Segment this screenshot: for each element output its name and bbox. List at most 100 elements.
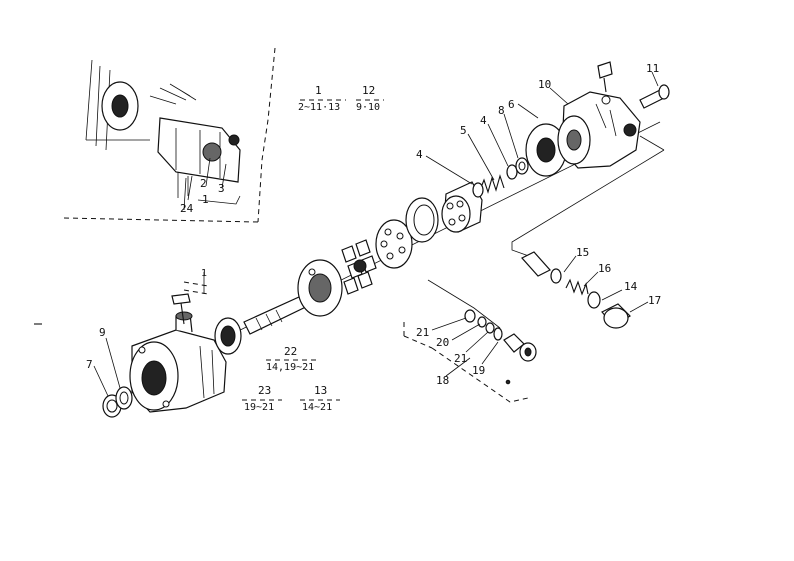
inset-leaders: [183, 157, 227, 211]
inset-pump-body: [157, 117, 241, 183]
part-9-ring: 9: [99, 326, 133, 410]
barrel-bore: [446, 202, 454, 210]
part-11-bolt: 11: [639, 62, 670, 109]
leader-18: [445, 357, 471, 377]
ring-5: [506, 164, 518, 180]
callout-14: 14: [624, 280, 638, 293]
piston-group: [341, 239, 377, 295]
valve-spool-15: [521, 251, 551, 277]
kit-label-1: 1 2~11·13: [298, 84, 346, 113]
kit-label-12: 12 9·10: [356, 84, 384, 113]
spring: [479, 174, 505, 194]
bearing-6-bore: [536, 137, 556, 163]
callout-7: 7: [86, 358, 93, 371]
kit-label-13: 13 14~21: [300, 384, 340, 413]
kit-13-number: 13: [314, 384, 327, 397]
valve-plate-hole: [386, 252, 394, 260]
leader-16: [583, 271, 599, 287]
callout-20: 20: [436, 336, 449, 349]
valve-ring-15: [550, 268, 562, 284]
callout-17: 17: [648, 294, 661, 307]
piston: [341, 245, 357, 263]
check-valve-group: 21 20 21 19 18: [403, 279, 537, 403]
callout-adjust-mark: 1: [201, 268, 207, 279]
check-valve-pin: [505, 379, 511, 385]
piston: [357, 271, 373, 289]
cylinder-barrel: [405, 181, 483, 243]
end-cover-assembly: 6 10: [508, 61, 641, 177]
part-7-seal: 7: [86, 358, 122, 418]
swash-plate-hub: [308, 273, 332, 303]
check-group-left-bound: [403, 322, 433, 349]
callout-21-upper: 21: [416, 326, 429, 339]
cap-17: [603, 307, 629, 329]
leader-4b: [487, 123, 509, 167]
leader-9: [105, 337, 121, 389]
inset-bracket-1: [197, 195, 241, 205]
callout-4-right: 4: [480, 114, 487, 127]
check-guide-line: [427, 279, 501, 329]
barrel-bore: [456, 200, 464, 208]
leader-8: [503, 113, 519, 159]
inset-assembly-view: 2 3 1 24: [63, 47, 276, 223]
leader-15: [563, 255, 577, 273]
bearing-and-shaft: [214, 291, 317, 355]
callout-15: 15: [576, 246, 589, 259]
ring-21a: [464, 309, 476, 323]
bolt-11-head: [658, 84, 670, 100]
end-cover-detail: [595, 103, 617, 137]
check-valve-plug-core: [524, 347, 532, 357]
callout-5: 5: [460, 124, 467, 137]
callout-9: 9: [99, 326, 106, 339]
kit-22-number: 22: [284, 345, 297, 358]
callout-4-left: 4: [416, 148, 423, 161]
ring-8-inner: [518, 161, 526, 171]
barrel-bore: [458, 214, 466, 222]
housing-boss-cap: [175, 311, 193, 321]
barrel-face: [441, 195, 471, 233]
callout-1-inset: 1: [202, 193, 209, 206]
ring-20: [477, 316, 487, 328]
end-cover-hole: [601, 95, 611, 105]
callout-24: 24: [180, 202, 194, 215]
leader-17: [629, 301, 649, 313]
valve-plate-hole: [398, 246, 406, 254]
leader-4a: [425, 155, 473, 185]
valve-plate-hole: [380, 240, 388, 248]
leader-14: [601, 289, 623, 301]
spring-set: 4 5 4 8: [416, 104, 529, 198]
callout-3: 3: [218, 182, 225, 195]
top-plug: [597, 61, 613, 79]
oring-14: [587, 291, 601, 309]
adjust-bolt-head: [171, 293, 191, 305]
end-cover-port: [623, 123, 637, 137]
inset-port: [202, 142, 222, 162]
ring-21b: [485, 322, 495, 334]
inset-wall: [85, 59, 150, 151]
flange-hole: [138, 346, 146, 354]
relief-guide-top: [639, 135, 665, 151]
barrel-bore: [448, 218, 456, 226]
leader-20: [451, 323, 481, 341]
callout-18: 18: [436, 374, 449, 387]
inset-pipe: [149, 83, 197, 105]
callout-2: 2: [200, 177, 207, 190]
valve-plate-hole: [384, 228, 392, 236]
piston: [343, 277, 359, 295]
top-plug-shank: [603, 77, 607, 93]
housing-ribs: [199, 345, 215, 399]
leader-19: [481, 341, 499, 365]
check-group-bottom-bound: [431, 347, 529, 403]
leader-5: [467, 133, 495, 181]
kit-23-range: 19~21: [244, 402, 274, 413]
inset-fitting: [177, 172, 189, 198]
cylinder-sleeve-inner: [413, 204, 435, 236]
leader-11: [651, 71, 659, 87]
leader-7: [93, 365, 109, 397]
flange-hole: [162, 400, 170, 408]
main-housing: [129, 272, 227, 413]
ring-19: [493, 327, 503, 341]
kit-1-number: 1: [315, 84, 322, 97]
